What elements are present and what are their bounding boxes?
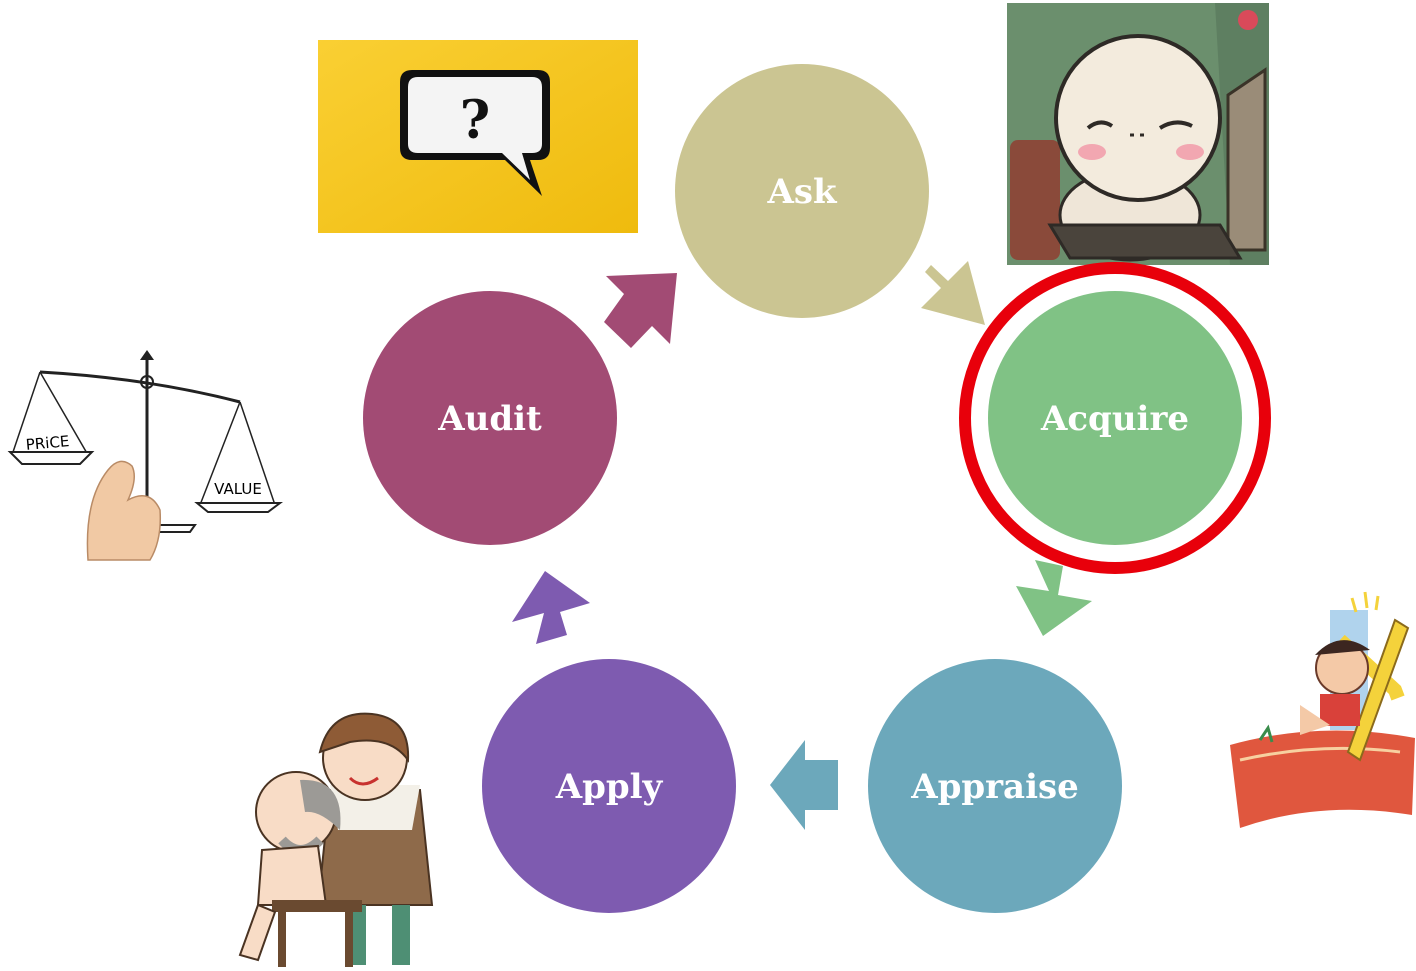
- node-apply: Apply: [482, 659, 736, 913]
- arrow-acquire-to-appraise: [1016, 560, 1092, 636]
- question-bubble-image: ?: [318, 40, 638, 233]
- arrow-ask-to-acquire: [921, 261, 985, 325]
- node-acquire: Acquire: [959, 262, 1271, 574]
- node-appraise-label: Appraise: [910, 767, 1079, 807]
- arrow-appraise-to-apply: [770, 740, 838, 830]
- child-writing-image: [1230, 591, 1415, 828]
- node-audit: Audit: [363, 291, 617, 545]
- node-acquire-label: Acquire: [1040, 399, 1189, 439]
- question-mark-icon: ?: [460, 90, 490, 151]
- node-ask-label: Ask: [766, 172, 838, 212]
- node-ask: Ask: [675, 64, 929, 318]
- price-value-scale-image: PRiCE VALUE: [7, 350, 283, 561]
- node-appraise: Appraise: [868, 659, 1122, 913]
- node-apply-label: Apply: [555, 767, 664, 807]
- arrow-apply-to-audit: [512, 571, 590, 644]
- price-label: PRiCE: [25, 432, 70, 454]
- value-label: VALUE: [214, 480, 262, 498]
- thinking-person-image: [1007, 3, 1269, 265]
- node-audit-label: Audit: [437, 399, 542, 439]
- arrow-audit-to-ask: [604, 273, 677, 348]
- acquire-highlight-ring: [959, 262, 1271, 574]
- caregiver-image: [238, 712, 434, 967]
